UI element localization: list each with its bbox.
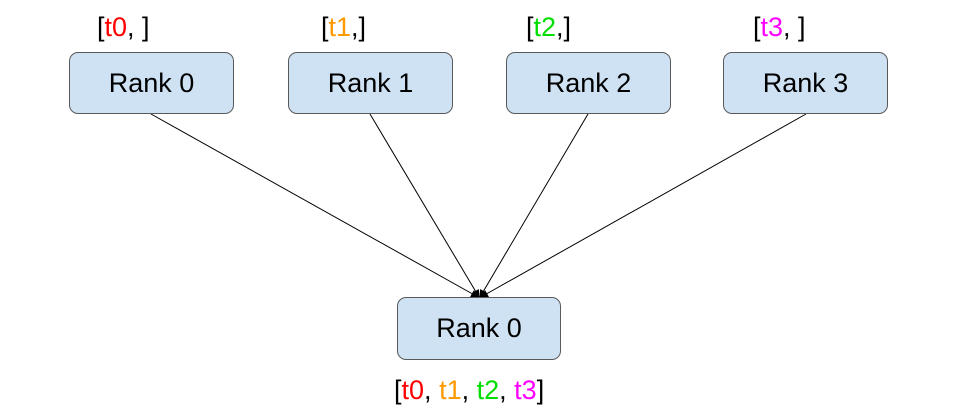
bracket: [ xyxy=(394,375,402,405)
source-tensor-list-rank3: [t3, ] xyxy=(753,12,806,42)
edge-rank3-to-rank0 xyxy=(480,113,807,298)
node-label: Rank 1 xyxy=(327,67,414,98)
tensor-t3: t3 xyxy=(514,375,537,405)
node-label: Rank 0 xyxy=(436,313,522,343)
source-tensor-list-rank2: [t2,] xyxy=(526,12,571,42)
tensor-t2: t2 xyxy=(533,12,557,42)
destination-node-rank0: Rank 0 xyxy=(397,297,561,360)
source-tensor-list-rank1: [t1,] xyxy=(321,12,366,42)
bracket: ,] xyxy=(556,12,572,42)
edge-rank1-to-rank0 xyxy=(369,113,480,298)
source-node-rank0: Rank 0 xyxy=(69,52,234,114)
tensor-t0: t0 xyxy=(104,12,128,42)
separator: , xyxy=(499,375,515,405)
tensor-t3: t3 xyxy=(760,12,784,42)
node-label: Rank 0 xyxy=(108,67,195,98)
source-node-rank2: Rank 2 xyxy=(506,52,671,114)
source-node-rank1: Rank 1 xyxy=(288,52,453,114)
node-label: Rank 3 xyxy=(762,67,849,98)
tensor-t0: t0 xyxy=(401,375,425,405)
node-label: Rank 2 xyxy=(545,67,632,98)
bracket: [ xyxy=(526,12,534,42)
tensor-t1: t1 xyxy=(328,12,352,42)
gathered-tensor-list: [t0, t1, t2, t3] xyxy=(394,375,544,405)
separator: , xyxy=(461,375,477,405)
bracket: [ xyxy=(753,12,761,42)
tensor-t2: t2 xyxy=(476,375,500,405)
edge-rank0-to-rank0 xyxy=(150,113,479,298)
tensor-t1: t1 xyxy=(439,375,462,405)
bracket: [ xyxy=(97,12,105,42)
edge-rank2-to-rank0 xyxy=(479,113,589,298)
bracket: ,] xyxy=(351,12,367,42)
bracket: , ] xyxy=(127,12,150,42)
bracket: ] xyxy=(536,375,545,405)
bracket: [ xyxy=(321,12,329,42)
separator: , xyxy=(424,375,440,405)
bracket: , ] xyxy=(783,12,806,42)
source-node-rank3: Rank 3 xyxy=(723,52,888,114)
source-tensor-list-rank0: [t0, ] xyxy=(97,12,150,42)
